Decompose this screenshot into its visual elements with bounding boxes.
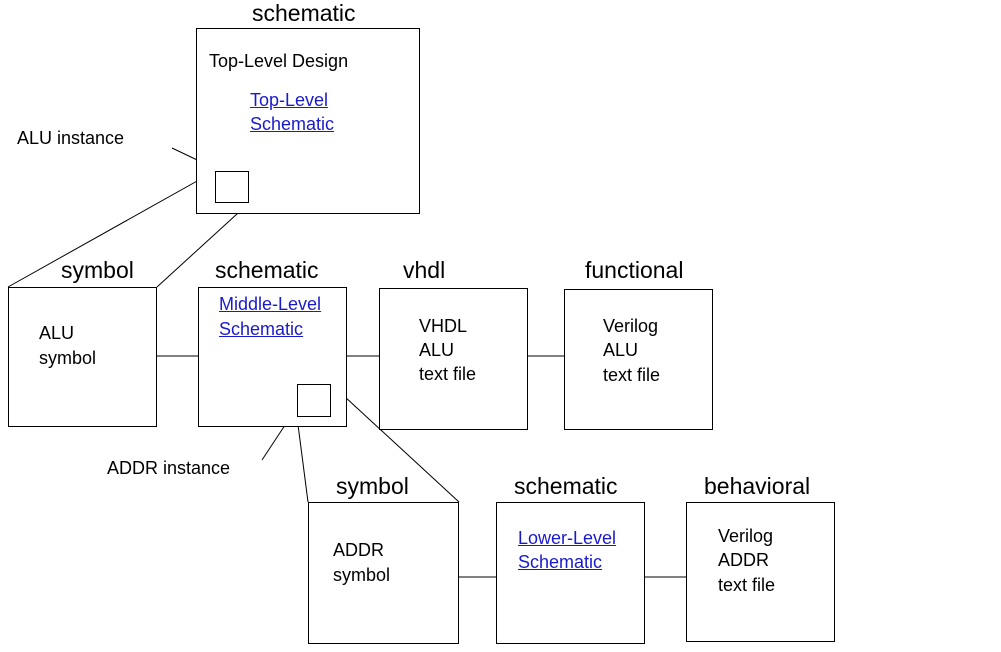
top-level-schematic-link-1[interactable]: Top-Level [250, 90, 329, 110]
alu-functional-view-label: functional [585, 257, 684, 283]
alu-functional-line1: Verilog [603, 316, 659, 336]
expand-line-alu-right [156, 202, 250, 288]
middle-level-schematic-link-2[interactable]: Schematic [219, 319, 304, 339]
alu-vhdl-line1: VHDL [419, 316, 468, 336]
alu-vhdl-view-label: vhdl [403, 257, 446, 283]
addr-symbol-line1: ADDR [333, 540, 385, 560]
alu-symbol-box: ALU symbol [8, 287, 157, 427]
alu-schematic-view-label: schematic [215, 257, 319, 283]
alu-vhdl-line2: ALU [419, 340, 455, 360]
lower-level-schematic-link-2[interactable]: Schematic [518, 552, 603, 572]
addr-schematic-box: Lower-Level Schematic [496, 502, 645, 644]
alu-instance-block[interactable] [215, 171, 249, 203]
addr-schematic-view-label: schematic [514, 473, 618, 499]
alu-vhdl-box: VHDL ALU text file [379, 288, 528, 430]
addr-behavioral-box: Verilog ADDR text file [686, 502, 835, 642]
lower-level-schematic-link-1[interactable]: Lower-Level [518, 528, 617, 548]
addr-symbol-view-label: symbol [336, 473, 409, 499]
addr-behavioral-view-label: behavioral [704, 473, 811, 499]
addr-behavioral-line3: text file [718, 575, 776, 595]
alu-symbol-line2: symbol [39, 348, 97, 368]
addr-instance-label: ADDR instance [107, 458, 231, 478]
addr-symbol-box: ADDR symbol [308, 502, 459, 644]
addr-behavioral-line2: ADDR [718, 550, 770, 570]
alu-functional-line2: ALU [603, 340, 639, 360]
addr-behavioral-line1: Verilog [718, 526, 774, 546]
top-view-label: schematic [252, 0, 356, 26]
alu-symbol-line1: ALU [39, 323, 75, 343]
middle-level-schematic-link-1[interactable]: Middle-Level [219, 294, 322, 314]
alu-functional-box: Verilog ALU text file [564, 289, 713, 430]
expand-line-addr-right [330, 383, 460, 503]
expand-line-addr-left [296, 416, 309, 503]
top-level-title: Top-Level Design [209, 51, 349, 71]
alu-instance-label: ALU instance [17, 128, 125, 148]
top-level-schematic-link-2[interactable]: Schematic [250, 114, 335, 134]
addr-instance-block[interactable] [297, 384, 331, 417]
expand-line-alu-left [7, 170, 216, 288]
alu-symbol-view-label: symbol [61, 257, 134, 283]
alu-functional-line3: text file [603, 365, 661, 385]
alu-vhdl-line3: text file [419, 364, 477, 384]
addr-symbol-line2: symbol [333, 565, 391, 585]
